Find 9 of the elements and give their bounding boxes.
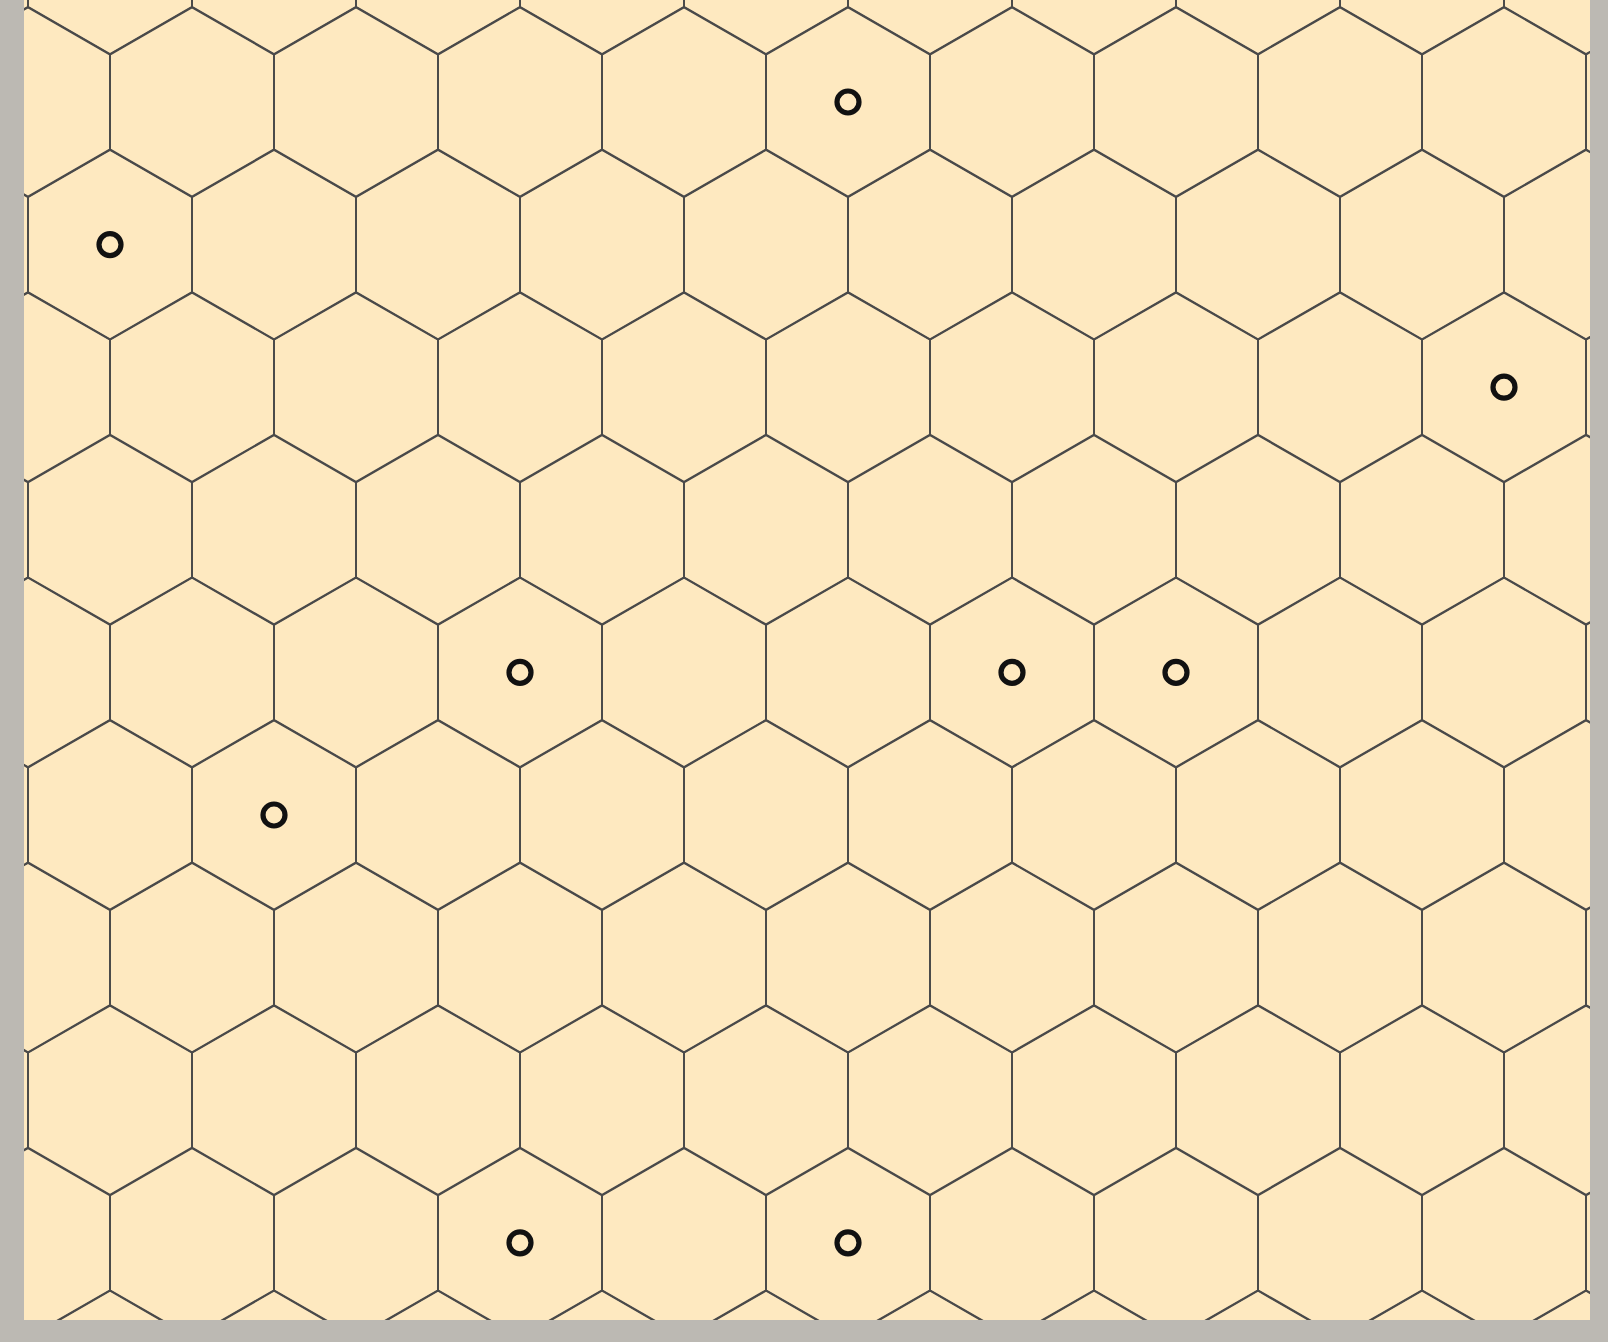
circle-marker-icon xyxy=(834,88,862,116)
circle-marker-icon xyxy=(1490,373,1518,401)
circle-marker-icon xyxy=(96,231,124,259)
circle-marker-icon xyxy=(998,658,1026,686)
circle-marker-icon xyxy=(506,1229,534,1257)
circle-marker-icon xyxy=(506,658,534,686)
circle-marker-icon xyxy=(1162,658,1190,686)
circle-marker-icon xyxy=(834,1229,862,1257)
circle-marker-icon xyxy=(260,801,288,829)
